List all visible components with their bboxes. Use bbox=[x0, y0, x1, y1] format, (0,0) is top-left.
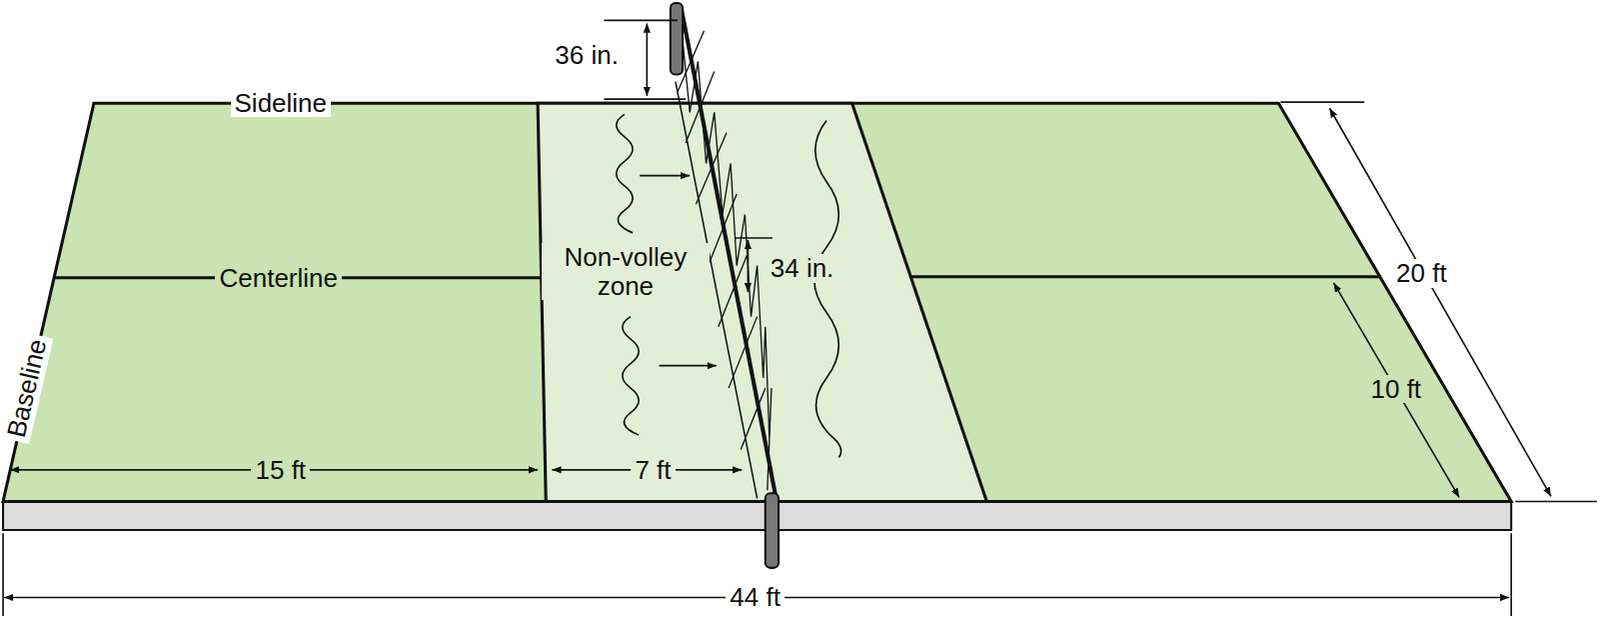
dimension-label: 34 in. bbox=[766, 253, 839, 283]
zone-label: Non-volley zone bbox=[541, 242, 710, 300]
net-post bbox=[670, 2, 683, 74]
dimension-lines bbox=[2, 19, 1598, 615]
court-slab bbox=[2, 500, 1512, 530]
sideline-label: Sideline bbox=[230, 88, 332, 118]
dimension-label: 20 ft bbox=[1392, 258, 1452, 288]
dimension-label: 36 in. bbox=[550, 40, 623, 70]
dimension-label: 44 ft bbox=[725, 582, 785, 612]
dimension-label: 15 ft bbox=[250, 455, 310, 485]
centerline-label: Centerline bbox=[214, 263, 342, 293]
net-post bbox=[765, 492, 779, 568]
dimension-label: 10 ft bbox=[1366, 374, 1426, 404]
centerline bbox=[911, 274, 1381, 278]
dimension-label: 7 ft bbox=[630, 455, 675, 485]
court-surface bbox=[2, 102, 1512, 501]
non-volley-zone bbox=[537, 102, 987, 501]
